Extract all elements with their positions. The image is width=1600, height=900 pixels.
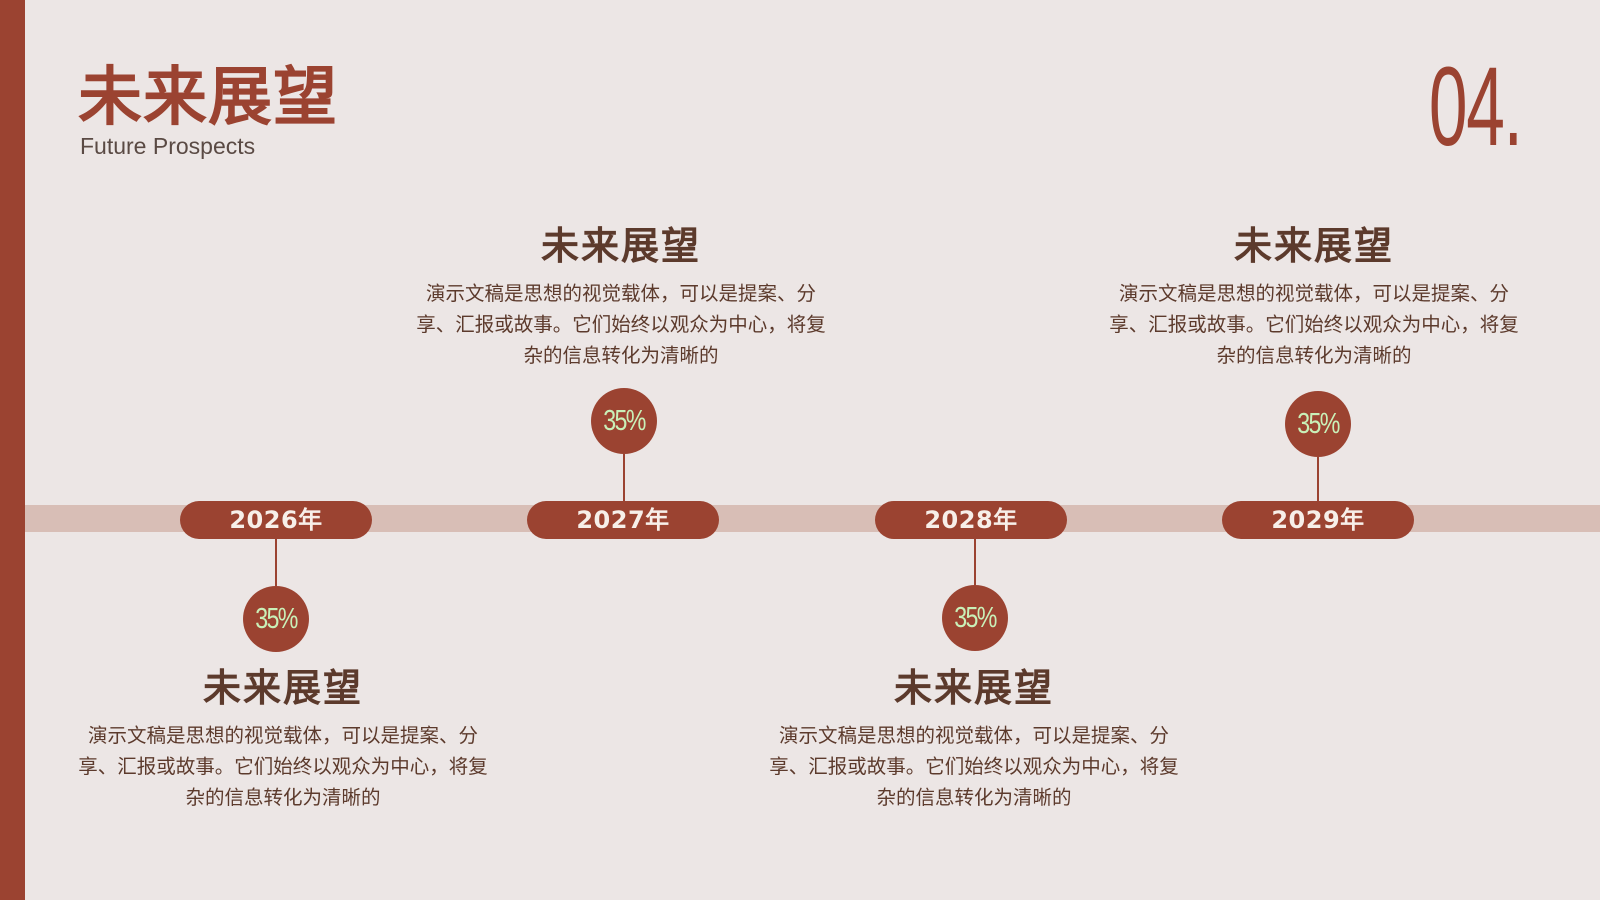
connector-2028: [974, 539, 976, 585]
text-block-2029: 未来展望 演示文稿是思想的视觉载体，可以是提案、分享、汇报或故事。它们始终以观众…: [1099, 222, 1529, 371]
year-pill-2026: 2026年: [180, 501, 372, 539]
page-title: 未来展望: [78, 61, 338, 135]
block-body: 演示文稿是思想的视觉载体，可以是提案、分享、汇报或故事。它们始终以观众为中心，将…: [769, 724, 1179, 809]
text-block-2026: 未来展望 演示文稿是思想的视觉载体，可以是提案、分享、汇报或故事。它们始终以观众…: [68, 664, 498, 813]
year-pill-2027: 2027年: [527, 501, 719, 539]
section-number: 04.: [1429, 44, 1523, 169]
connector-2026: [275, 539, 277, 586]
block-title: 未来展望: [202, 666, 363, 710]
percent-badge-2028: 35%: [942, 585, 1008, 651]
block-body: 演示文稿是思想的视觉载体，可以是提案、分享、汇报或故事。它们始终以观众为中心，将…: [416, 282, 826, 367]
left-accent-bar: [0, 0, 25, 900]
percent-badge-2027: 35%: [591, 388, 657, 454]
block-title: 未来展望: [893, 666, 1054, 710]
percent-badge-2026: 35%: [243, 586, 309, 652]
text-block-2028: 未来展望 演示文稿是思想的视觉载体，可以是提案、分享、汇报或故事。它们始终以观众…: [759, 664, 1189, 813]
block-body: 演示文稿是思想的视觉载体，可以是提案、分享、汇报或故事。它们始终以观众为中心，将…: [78, 724, 488, 809]
connector-2029: [1317, 457, 1319, 501]
block-title: 未来展望: [540, 224, 701, 268]
year-pill-2029: 2029年: [1222, 501, 1414, 539]
year-pill-2028: 2028年: [875, 501, 1067, 539]
page-subtitle: Future Prospects: [80, 133, 256, 159]
text-block-2027: 未来展望 演示文稿是思想的视觉载体，可以是提案、分享、汇报或故事。它们始终以观众…: [406, 222, 836, 371]
percent-badge-2029: 35%: [1285, 391, 1351, 457]
connector-2027: [623, 454, 625, 501]
block-title: 未来展望: [1233, 224, 1394, 268]
block-body: 演示文稿是思想的视觉载体，可以是提案、分享、汇报或故事。它们始终以观众为中心，将…: [1109, 282, 1519, 367]
